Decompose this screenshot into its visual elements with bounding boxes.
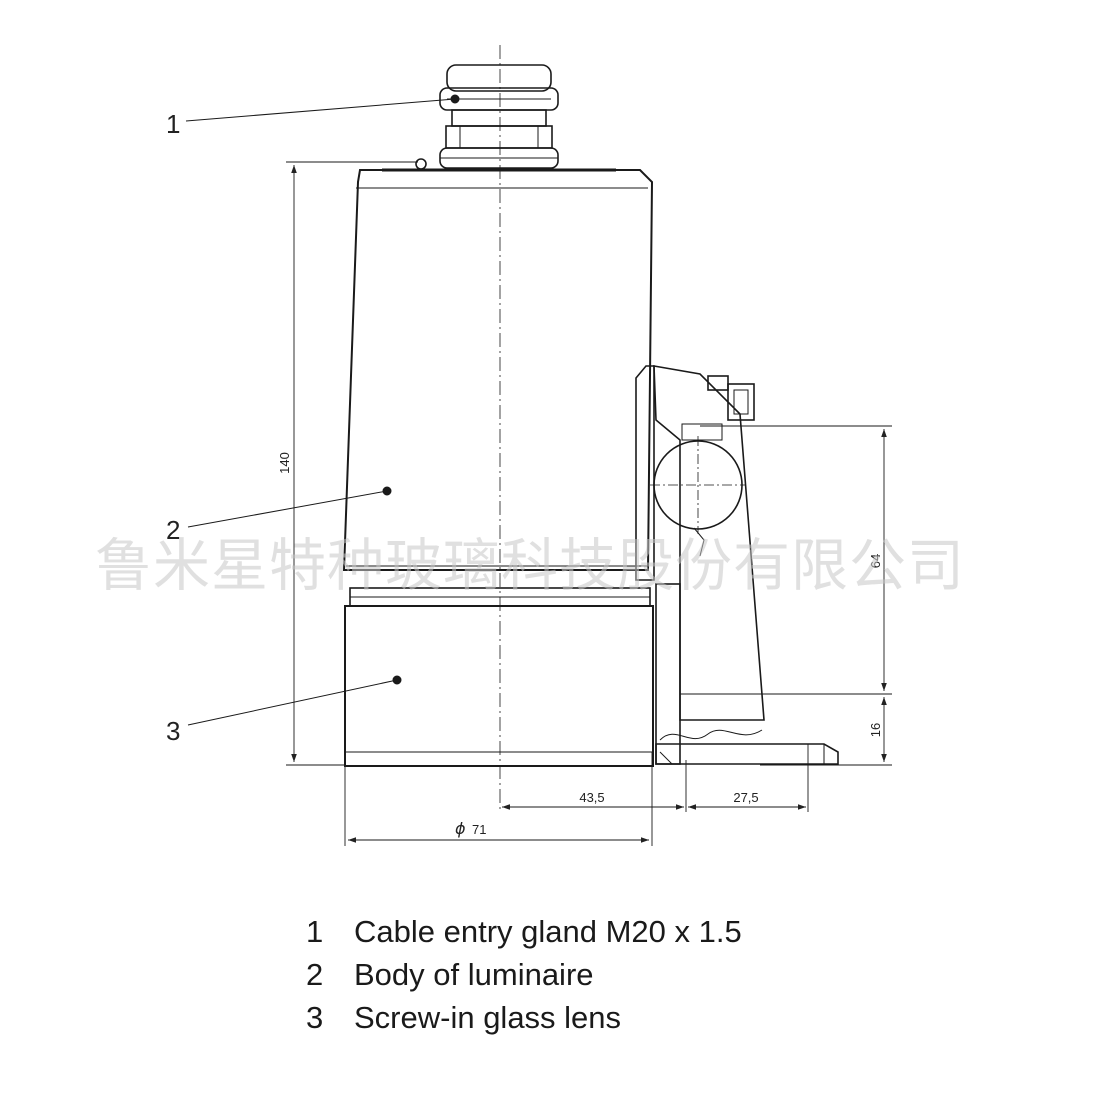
dim-foot-width: 27,5: [733, 790, 758, 805]
callout-3: 3: [166, 716, 180, 746]
legend-item: 1 Cable entry gland M20 x 1.5: [306, 910, 742, 953]
dim-total-height: 140: [277, 452, 292, 474]
callout-1: 1: [166, 109, 180, 139]
legend-item: 3 Screw-in glass lens: [306, 996, 742, 1039]
legend-text: Body of luminaire: [354, 957, 594, 992]
legend-text: Cable entry gland M20 x 1.5: [354, 914, 742, 949]
legend-number: 1: [306, 914, 324, 949]
luminaire-body: [342, 168, 654, 571]
legend-number: 3: [306, 1000, 324, 1035]
legend-number: 2: [306, 957, 324, 992]
legend-item: 2 Body of luminaire: [306, 953, 742, 996]
glass-lens: [344, 587, 654, 767]
dim-offset-center: 43,5: [579, 790, 604, 805]
callout-leaders: [185, 94, 460, 726]
watermark: 鲁米星特种玻璃科技股份有限公司: [95, 533, 965, 599]
mounting-bracket: [635, 365, 839, 765]
diameter-symbol: ϕ: [455, 819, 466, 838]
dim-bracket-height: 64: [868, 554, 883, 568]
dimension-lines: [286, 161, 892, 846]
callout-2: 2: [166, 515, 180, 545]
legend: 1 Cable entry gland M20 x 1.5 2 Body of …: [306, 910, 742, 1039]
diameter-value: 71: [472, 822, 486, 837]
dim-base-height: 16: [868, 723, 883, 737]
cable-gland: [415, 64, 559, 170]
legend-text: Screw-in glass lens: [354, 1000, 622, 1035]
dim-diameter: ϕ 71: [455, 819, 486, 838]
